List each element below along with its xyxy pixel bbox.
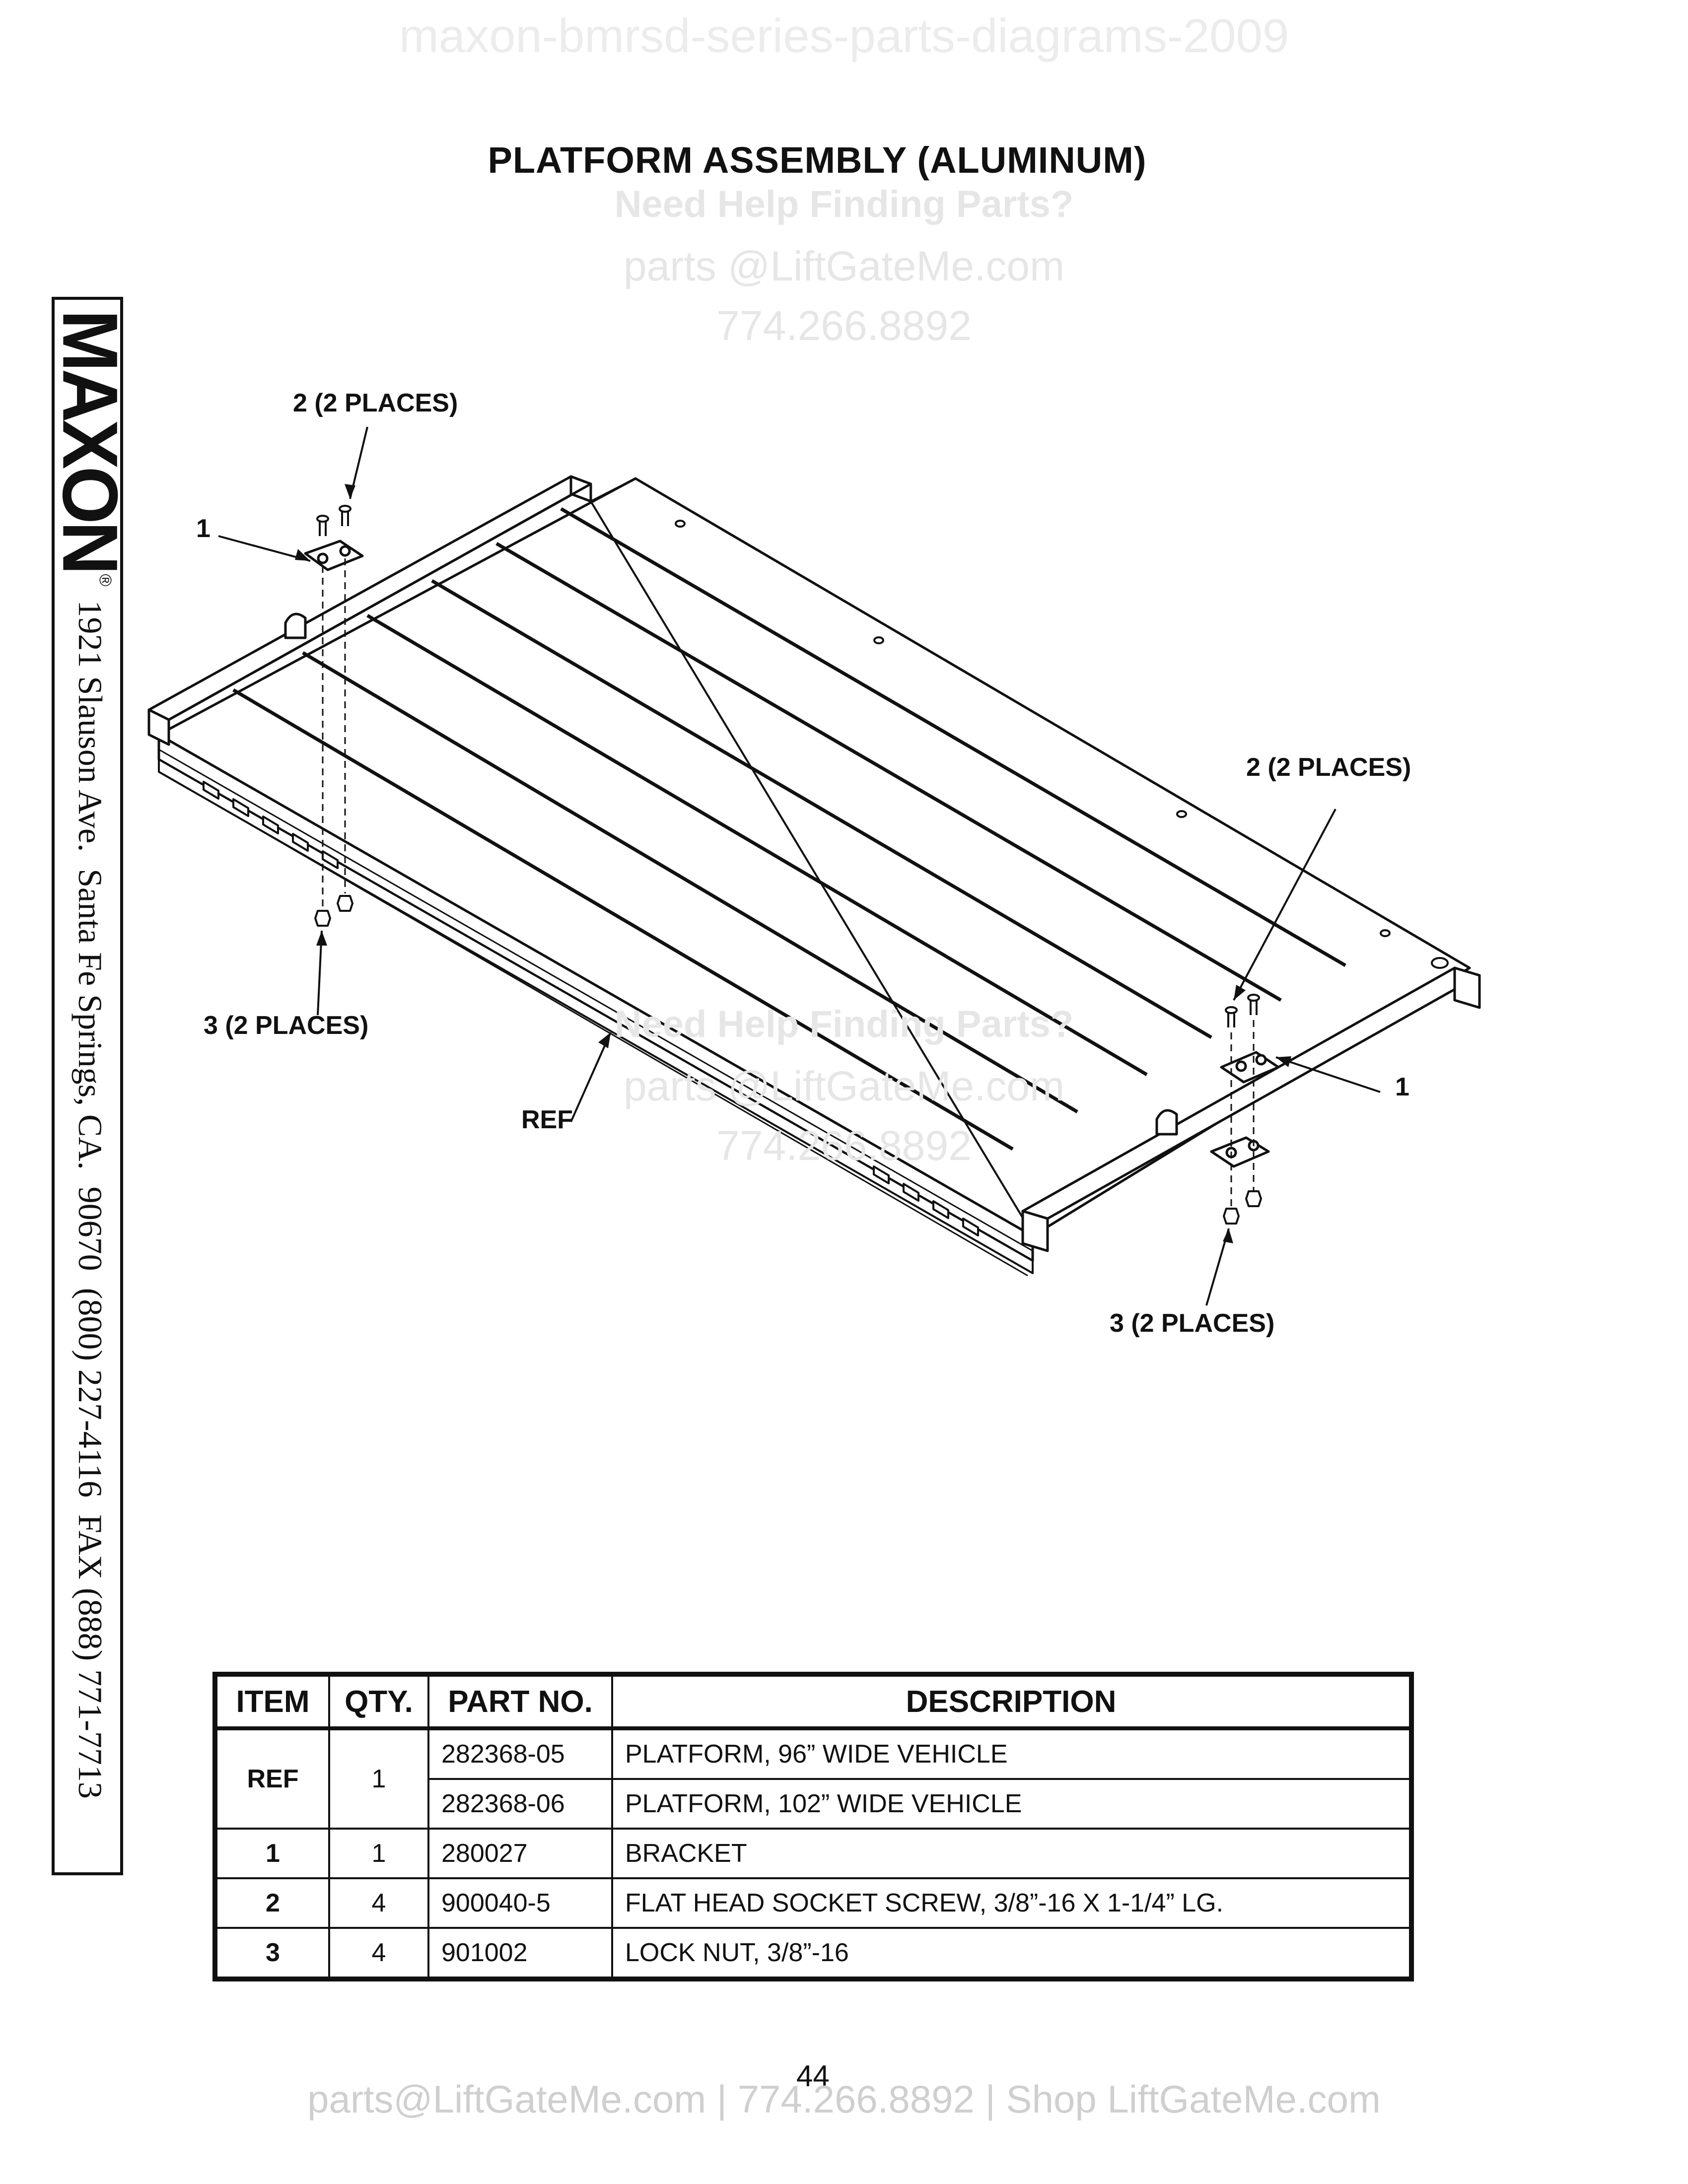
cell-item: 3 xyxy=(214,1927,330,1980)
callout-nut-left: 3 (2 PLACES) xyxy=(204,1011,369,1040)
cell-item: REF xyxy=(214,1727,330,1830)
watermark-email-2: parts @LiftGateMe.com xyxy=(623,1063,1065,1109)
nut-right-1 xyxy=(1223,1208,1240,1225)
nut-left-2 xyxy=(337,895,353,912)
table-row: 1 1 280027 BRACKET xyxy=(214,1828,1412,1879)
table-header-row: ITEM QTY. PART NO. DESCRIPTION xyxy=(214,1673,1412,1730)
cell-part: 901002 xyxy=(427,1927,613,1980)
deck-groove xyxy=(366,614,1148,1077)
parts-table: ITEM QTY. PART NO. DESCRIPTION REF 1 282… xyxy=(212,1672,1414,1981)
header-item: ITEM xyxy=(214,1673,330,1730)
cell-part: 280027 xyxy=(427,1828,613,1879)
page-title: PLATFORM ASSEMBLY (ALUMINUM) xyxy=(488,139,1147,181)
callout-bracket-right: 1 xyxy=(1395,1073,1409,1101)
rail-stop-left xyxy=(284,613,307,639)
table-row: REF 1 282368-05 PLATFORM, 96” WIDE VEHIC… xyxy=(214,1727,1412,1830)
cell-qty: 1 xyxy=(328,1828,429,1879)
screw-left-2 xyxy=(339,505,352,526)
cell-item: 2 xyxy=(214,1877,330,1929)
nut-right-2 xyxy=(1245,1190,1262,1207)
callout-bracket-left: 1 xyxy=(196,514,211,543)
cell-qty: 4 xyxy=(328,1927,429,1980)
deck-groove xyxy=(495,542,1282,1002)
watermark-help: Need Help Finding Parts? xyxy=(614,183,1074,225)
cell-item: 1 xyxy=(214,1828,330,1879)
platform-diagram xyxy=(147,426,1481,1306)
rail-stop-right xyxy=(1155,1109,1178,1136)
watermark-phone-2: 774.266.8892 xyxy=(716,1122,972,1169)
header-qty: QTY. xyxy=(328,1673,429,1730)
table-row: 2 4 900040-5 FLAT HEAD SOCKET SCREW, 3/8… xyxy=(214,1877,1412,1929)
screw-right-2 xyxy=(1247,994,1260,1015)
cell-qty: 4 xyxy=(328,1877,429,1929)
deck-groove xyxy=(302,651,1078,1114)
table-row: 3 4 901002 LOCK NUT, 3/8”-16 xyxy=(214,1927,1412,1980)
cell-part: 282368-05 xyxy=(427,1727,613,1780)
sidebar-address-box: MAXON ® 1921 Slauson Ave. Santa Fe Sprin… xyxy=(47,297,135,1875)
cell-desc: PLATFORM, 96” WIDE VEHICLE xyxy=(611,1727,1412,1780)
watermark-help-2: Need Help Finding Parts? xyxy=(614,1003,1074,1045)
watermark-email: parts @LiftGateMe.com xyxy=(623,243,1065,289)
header-description: DESCRIPTION xyxy=(611,1673,1412,1730)
bracket-left xyxy=(304,540,364,571)
page-number: 44 xyxy=(796,2059,830,2093)
screw-right-1 xyxy=(1225,1006,1238,1027)
callout-screw-right: 2 (2 PLACES) xyxy=(1246,753,1411,782)
cell-qty: 1 xyxy=(328,1727,429,1830)
callout-nut-right: 3 (2 PLACES) xyxy=(1110,1309,1275,1338)
hinge-strip xyxy=(158,758,1034,1274)
footer-contact[interactable]: parts@LiftGateMe.com | 774.266.8892 | Sh… xyxy=(307,2077,1381,2121)
screw-left-1 xyxy=(316,515,329,536)
header-part-no: PART NO. xyxy=(427,1673,613,1730)
cell-desc: PLATFORM, 102” WIDE VEHICLE xyxy=(611,1778,1412,1830)
cell-desc: BRACKET xyxy=(611,1828,1412,1879)
callout-screw-top-left: 2 (2 PLACES) xyxy=(293,389,458,417)
cell-part: 282368-06 xyxy=(427,1778,613,1830)
nut-left-1 xyxy=(314,910,331,927)
watermark-phone: 774.266.8892 xyxy=(716,302,972,349)
cell-desc: LOCK NUT, 3/8”-16 xyxy=(611,1927,1412,1980)
deck-groove xyxy=(431,579,1212,1039)
watermark-doc-title: maxon-bmrsd-series-parts-diagrams-2009 xyxy=(399,9,1289,63)
deck-groove xyxy=(232,688,1014,1151)
callout-ref: REF xyxy=(521,1105,573,1134)
cell-desc: FLAT HEAD SOCKET SCREW, 3/8”-16 X 1-1/4”… xyxy=(611,1877,1412,1929)
deck-groove xyxy=(560,507,1346,967)
table-row: 282368-06 PLATFORM, 102” WIDE VEHICLE xyxy=(215,1778,1412,1830)
cell-part: 900040-5 xyxy=(427,1877,613,1929)
